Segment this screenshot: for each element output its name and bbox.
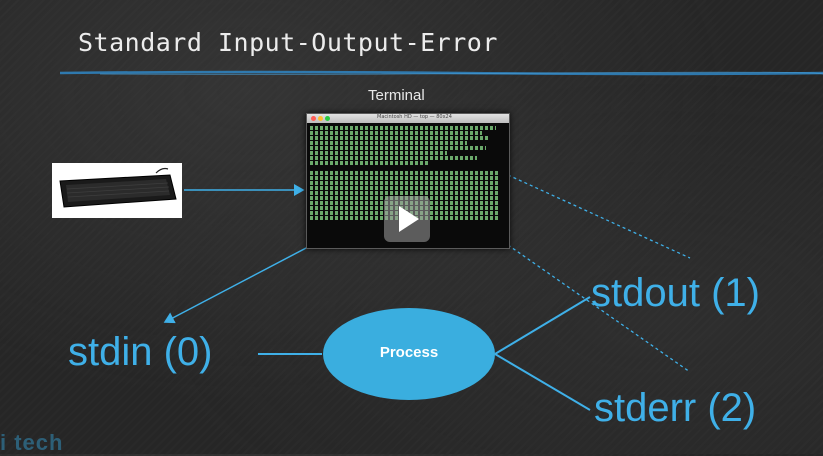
terminal-window-title: Macintosh HD — top — 80x24 (377, 114, 452, 120)
terminal-to-stderr-dashed (507, 244, 691, 373)
stderr-label: stderr (2) (594, 386, 757, 430)
keyboard-icon (59, 167, 177, 208)
process-label: Process (379, 344, 439, 361)
terminal-to-stdin-arrow (163, 246, 309, 324)
play-button[interactable] (384, 196, 430, 242)
zoom-dot-icon (325, 116, 330, 121)
keyboard-image (52, 163, 182, 218)
process-to-stderr-line (494, 353, 591, 411)
stdout-label: stdout (1) (591, 271, 760, 315)
minimize-dot-icon (318, 116, 323, 121)
terminal-to-stdout-dashed (507, 174, 691, 259)
play-icon (399, 206, 419, 232)
slide-title: Standard Input-Output-Error (78, 28, 498, 57)
watermark-logo: i tech (0, 430, 64, 455)
title-underline (60, 70, 823, 76)
process-to-stdout-line (494, 296, 591, 355)
close-dot-icon (311, 116, 316, 121)
terminal-title-bar: Macintosh HD — top — 80x24 (307, 114, 509, 123)
process-node (323, 308, 495, 400)
stdin-label: stdin (0) (68, 330, 213, 374)
terminal-label: Terminal (368, 87, 425, 104)
